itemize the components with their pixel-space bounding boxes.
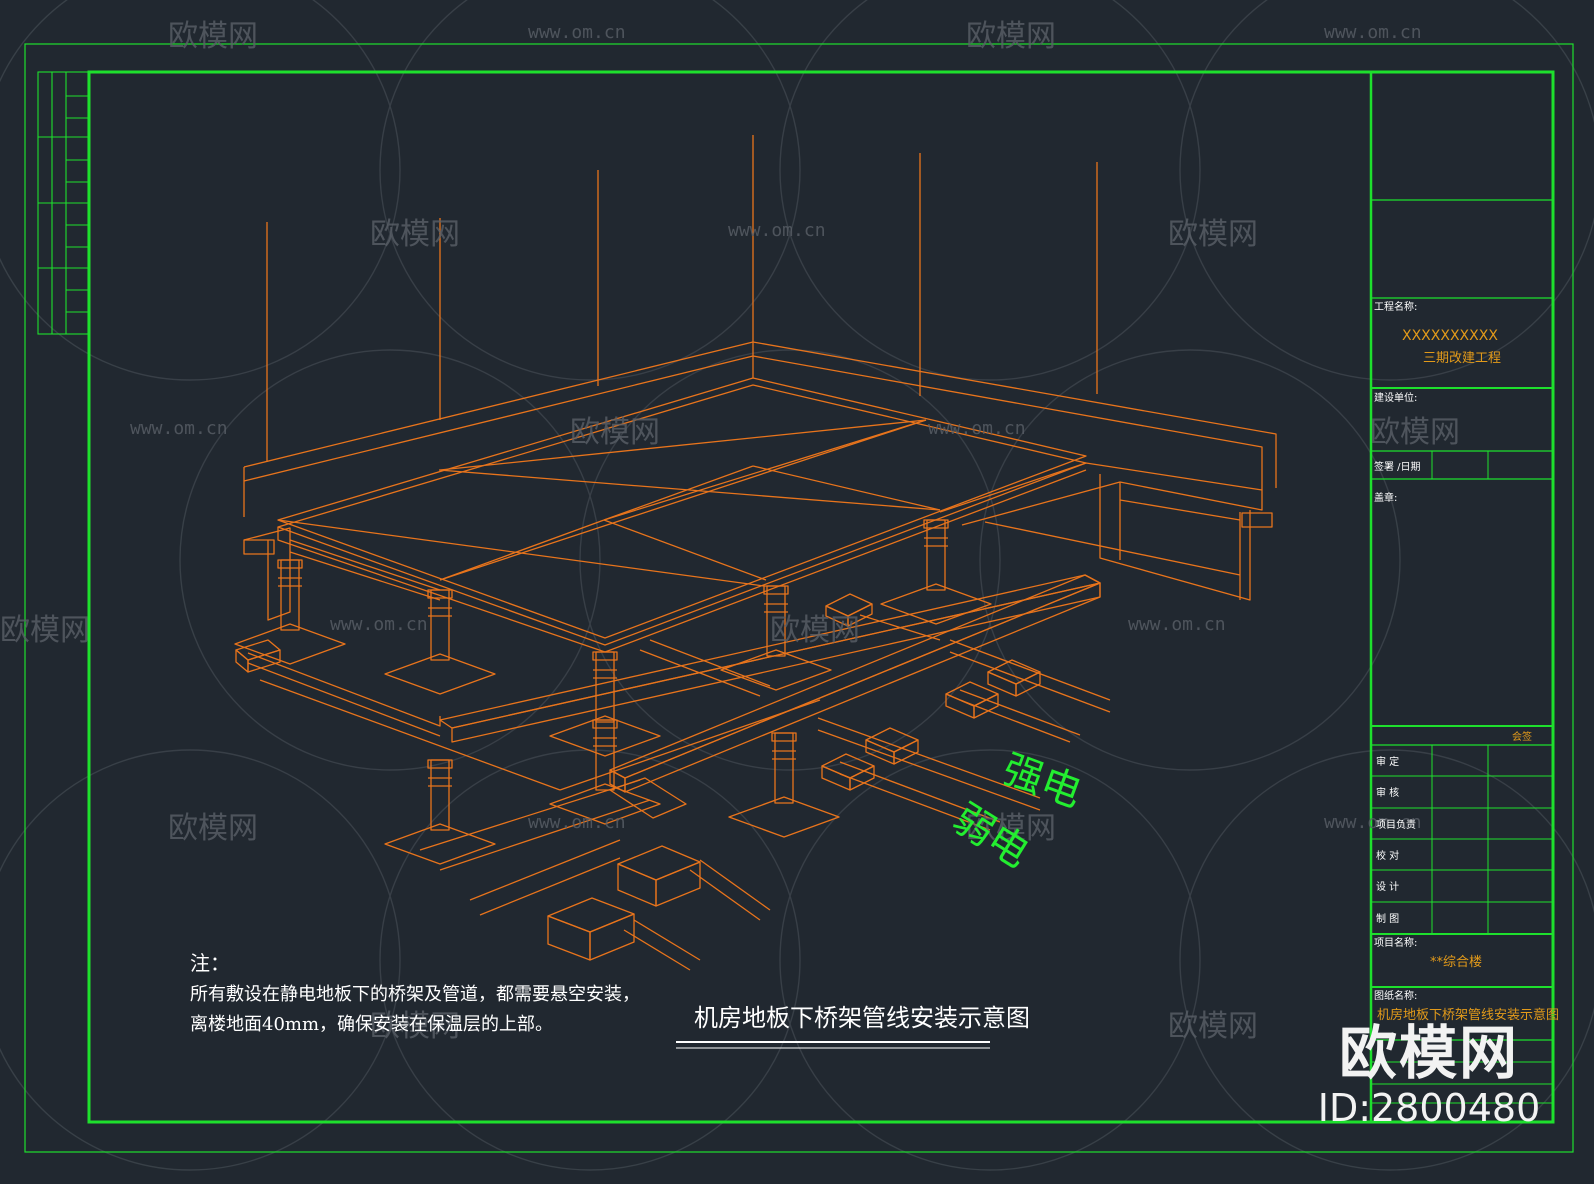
role-review: 审 核	[1376, 786, 1399, 799]
sign-date-label: 签署 /日期	[1374, 460, 1421, 473]
pedestal-support	[234, 559, 346, 665]
watermark-brand: 欧模网	[168, 811, 258, 846]
watermark-brand: 欧模网	[966, 811, 1056, 846]
item-name-value: **综合楼	[1430, 955, 1482, 970]
watermark-brand: 欧模网	[0, 613, 90, 648]
watermark-brand: 欧模网	[370, 1009, 460, 1044]
build-unit-label: 建设单位:	[1374, 391, 1417, 404]
outer-frame	[24, 43, 1574, 1153]
watermark-brand: 欧模网	[168, 19, 258, 54]
watermark-brand: 欧模网	[570, 415, 660, 450]
pedestal-support	[549, 719, 661, 825]
watermark-brand: 欧模网	[1370, 415, 1460, 450]
role-approve: 审 定	[1376, 755, 1399, 768]
drawing-name-label: 图纸名称:	[1374, 989, 1417, 1002]
drawing-name-value: 机房地板下桥架管线安装示意图	[1377, 1007, 1559, 1023]
watermark-brand: 欧模网	[770, 613, 860, 648]
watermark-brand: 欧模网	[966, 19, 1056, 54]
role-draft: 制 图	[1376, 912, 1399, 925]
watermark-brand: 欧模网	[1168, 1009, 1258, 1044]
drawing-frame	[87, 70, 1555, 1124]
watermark-url: www.om.cn	[528, 22, 626, 43]
note-line-1: 所有敷设在静电地板下的桥架及管道，都需要悬空安装，	[190, 984, 640, 1005]
pedestal-support	[880, 519, 992, 625]
title-block	[1369, 72, 1553, 1122]
note-line-2: 离楼地面40mm，确保安装在保温层的上部。	[190, 1014, 553, 1035]
watermark-url: www.om.cn	[130, 418, 228, 439]
pedestal-support	[549, 651, 661, 757]
title-block-text: 工程名称: XXXXXXXXXX 三期改建工程 建设单位: 签署 /日期 盖章:…	[1374, 300, 1559, 1023]
brand-overlay: 欧模网 ID:2800480	[1314, 1020, 1544, 1130]
junction-box	[987, 659, 1041, 697]
pedestal-support	[384, 759, 496, 865]
role-design: 设 计	[1376, 880, 1399, 893]
stamp-label: 盖章:	[1374, 491, 1397, 504]
watermark-brand: 欧模网	[370, 217, 460, 252]
watermark-url: www.om.cn	[728, 220, 826, 241]
pedestal-support	[384, 589, 496, 695]
watermark-url: www.om.cn	[528, 812, 626, 833]
weak-current-label: 弱电	[945, 795, 1037, 876]
item-name-label: 项目名称:	[1374, 936, 1417, 949]
role-project-lead: 项目负责	[1376, 818, 1416, 831]
raised-floor-isometric	[234, 135, 1277, 971]
strong-current-label: 强电	[997, 746, 1088, 817]
role-check: 校 对	[1376, 849, 1399, 862]
watermark-url: www.om.cn	[1324, 22, 1422, 43]
watermark-url: www.om.cn	[1128, 614, 1226, 635]
watermark-url: www.om.cn	[330, 614, 428, 635]
watermark-url: www.om.cn	[928, 418, 1026, 439]
project-name-label: 工程名称:	[1374, 300, 1417, 313]
brand-id: ID:2800480	[1317, 1086, 1541, 1130]
drawing-title: 机房地板下桥架管线安装示意图	[694, 1004, 1030, 1032]
note-heading: 注：	[190, 951, 230, 975]
countersign-label: 会签	[1512, 730, 1532, 743]
project-code: XXXXXXXXXX	[1402, 328, 1498, 344]
watermark-url: www.om.cn	[1324, 812, 1422, 833]
watermark-text: www.om.cn www.om.cn www.om.cn www.om.cn …	[0, 19, 1460, 1044]
project-name-value: 三期改建工程	[1423, 351, 1501, 366]
watermark-brand: 欧模网	[1168, 217, 1258, 252]
pedestal-support	[728, 732, 840, 838]
binding-strip	[37, 71, 89, 335]
brand-logo: 欧模网	[1338, 1019, 1519, 1087]
